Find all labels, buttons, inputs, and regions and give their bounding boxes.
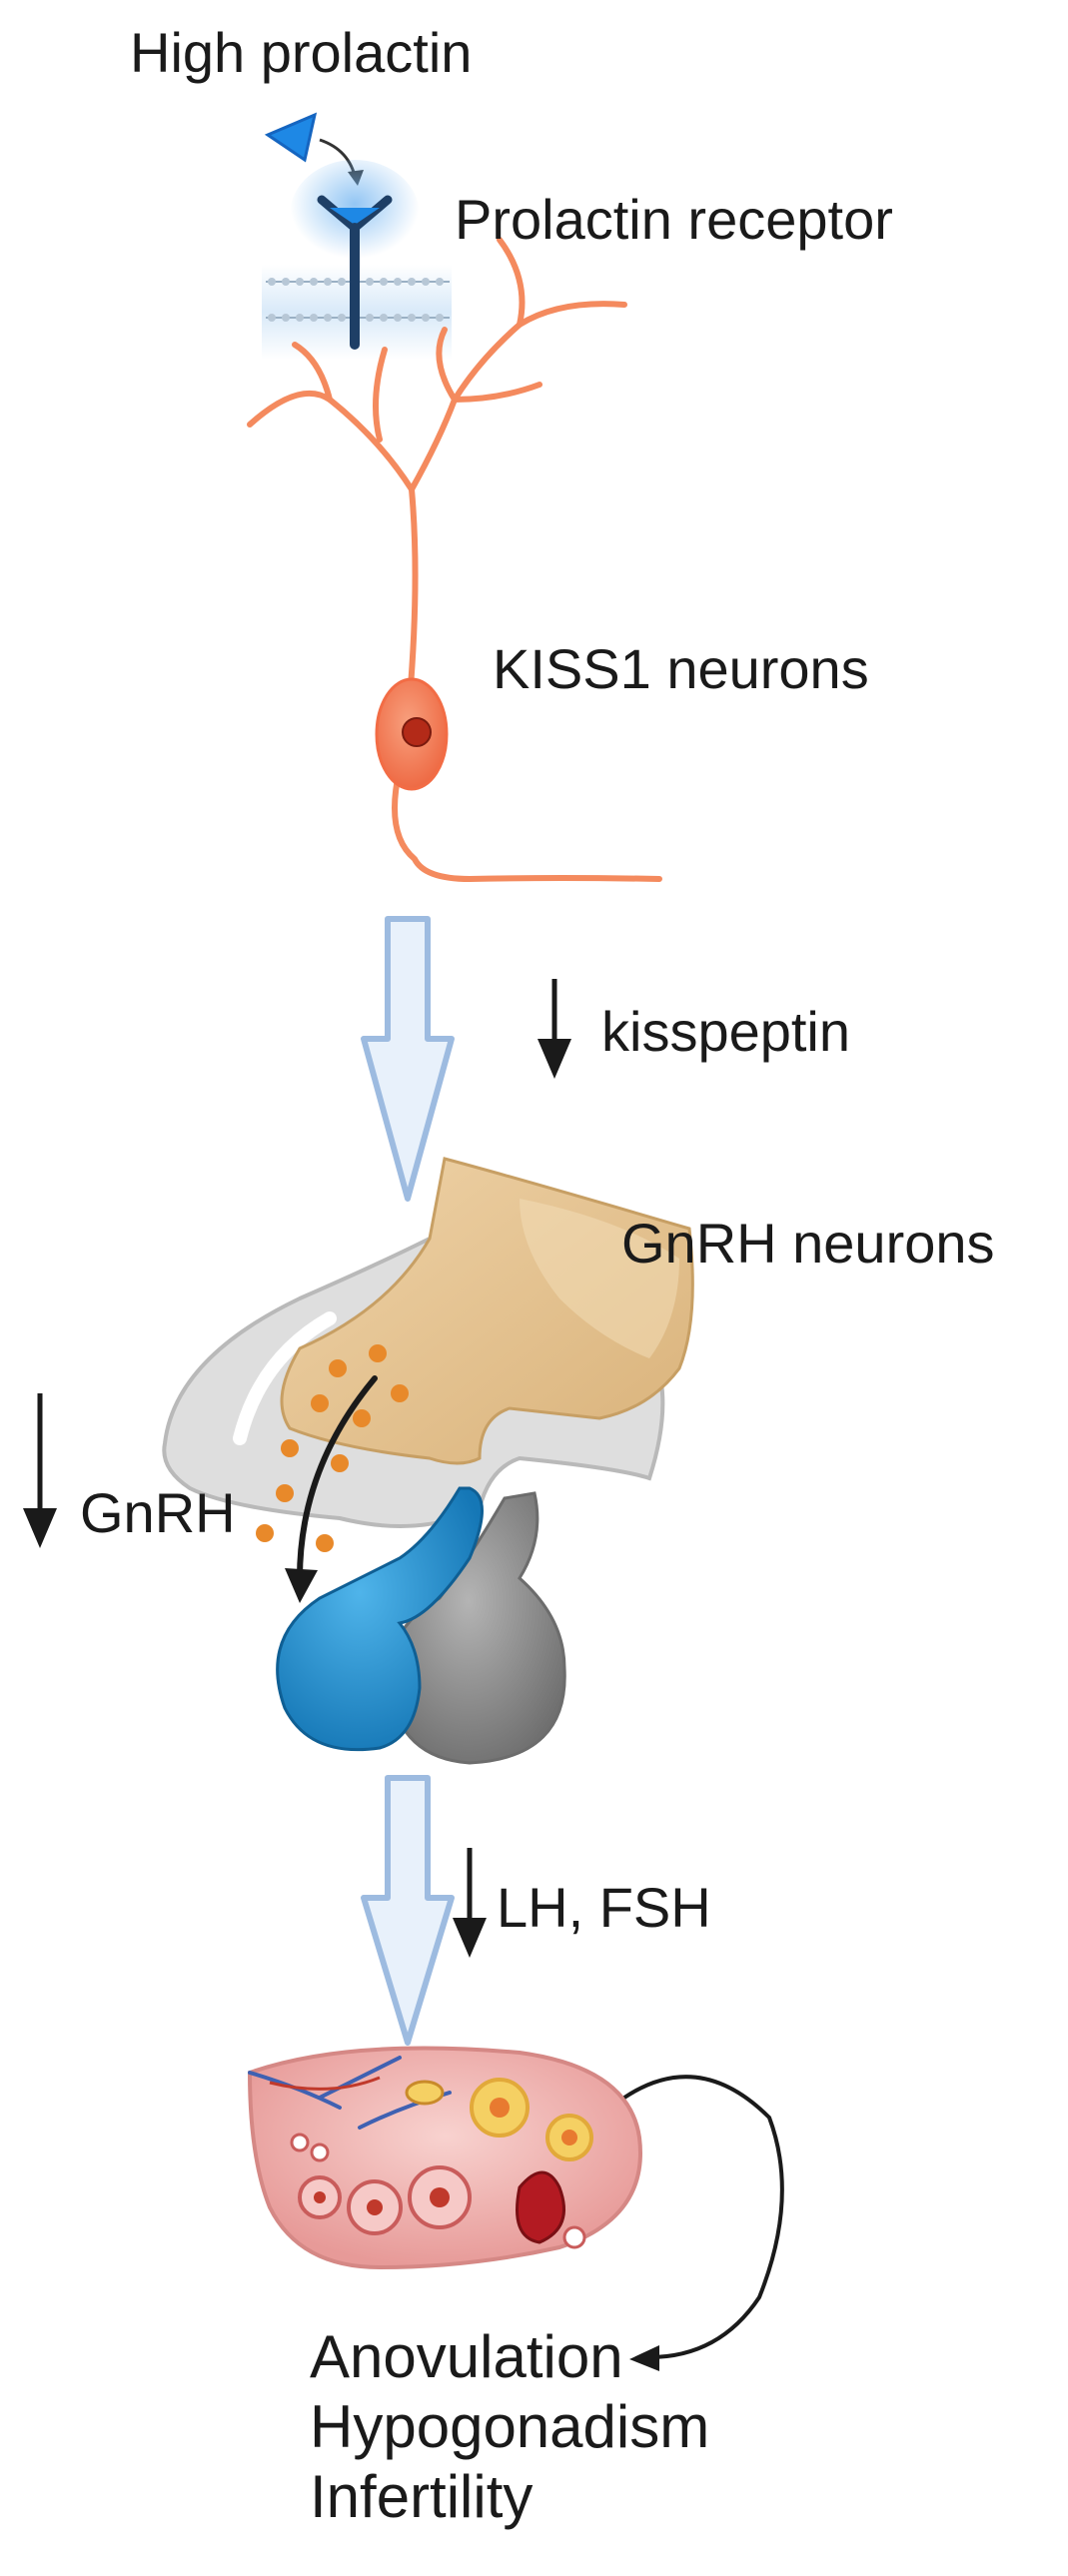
gnrh-neuron-icon	[162, 1157, 694, 1603]
follicle-group	[290, 2078, 593, 2249]
prolactin-receptor-label: Prolactin receptor	[455, 188, 893, 251]
gnrh-label: GnRH	[80, 1481, 236, 1544]
prolactin-receptor-icon	[262, 160, 452, 360]
high-prolactin-label: High prolactin	[130, 21, 473, 84]
pituitary-gland-icon	[276, 1486, 566, 1765]
decrease-gnrh-arrow-icon	[23, 1393, 57, 1548]
curved-arrow	[622, 2075, 784, 2371]
decrease-lh-fsh-arrow-icon	[453, 1848, 487, 1958]
flow-arrow-2	[361, 1775, 455, 2046]
kisspeptin-label: kisspeptin	[601, 1000, 851, 1063]
kiss1-neuron-icon	[247, 237, 662, 882]
ovary-icon	[247, 2046, 642, 2270]
outcome-hypogonadism: Hypogonadism	[310, 2393, 710, 2460]
lh-fsh-label: LH, FSH	[497, 1876, 711, 1939]
outcome-anovulation: Anovulation	[310, 2323, 623, 2390]
gnrh-neurons-label: GnRH neurons	[621, 1212, 995, 1275]
outcome-infertility: Infertility	[310, 2463, 534, 2530]
flow-arrow-1	[361, 916, 455, 1202]
kiss1-neurons-label: KISS1 neurons	[493, 637, 869, 700]
decrease-kisspeptin-arrow-icon	[537, 979, 571, 1079]
